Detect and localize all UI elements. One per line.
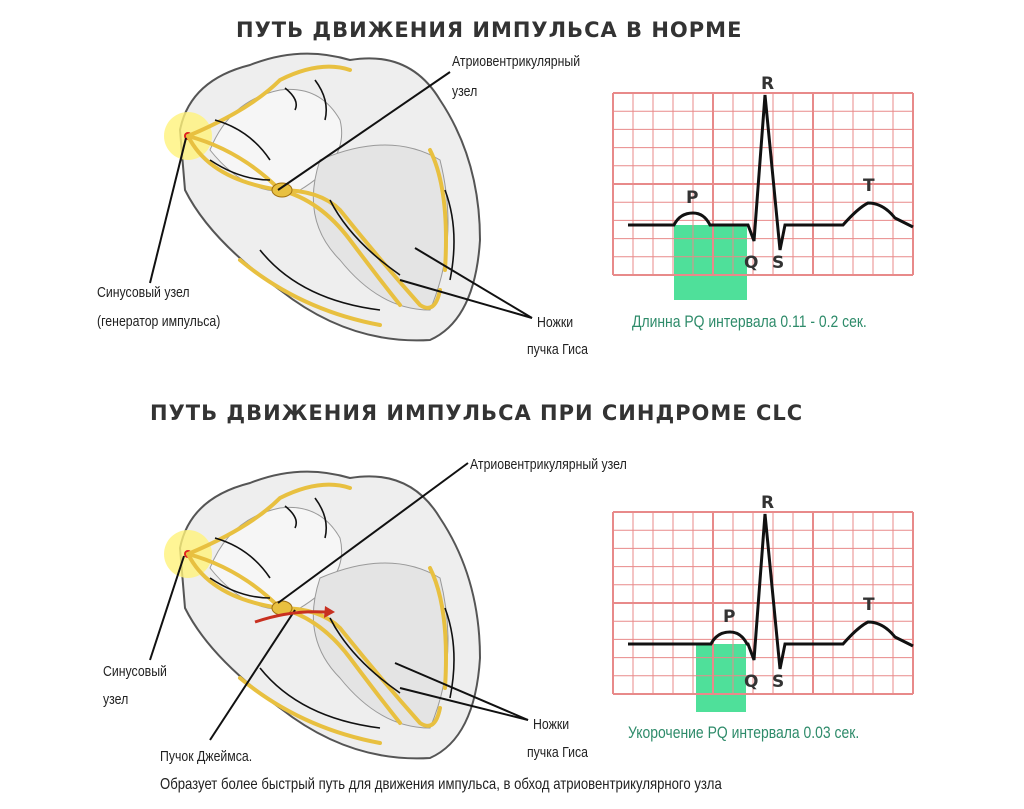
- conduction-pathways: [186, 64, 448, 327]
- footnote: Образует более быстрый путь для движения…: [160, 776, 722, 793]
- pq-interval-highlight: [696, 644, 746, 712]
- av-node-label: Атриовентрикулярный: [452, 53, 581, 70]
- title-normal: ПУТЬ ДВИЖЕНИЯ ИМПУЛЬСА В НОРМЕ: [236, 18, 743, 42]
- pq-caption-clc: Укорочение PQ интервала 0.03 сек.: [628, 723, 860, 742]
- bundle-label-2: пучка Гиса: [527, 341, 588, 358]
- pq-caption-normal: Длинна PQ интервала 0.11 - 0.2 сек.: [632, 312, 867, 331]
- james-bundle-label: Пучок Джеймса.: [160, 748, 253, 765]
- james-bundle-arrow: [254, 610, 326, 624]
- ecg-trace: [628, 513, 914, 670]
- wave-label-t: T: [863, 595, 875, 615]
- sinus-node-label-2: (генератор импульса): [97, 313, 221, 330]
- bundle-label-clc-2: пучка Гиса: [527, 744, 588, 761]
- sinus-node-label-clc-2: узел: [103, 691, 129, 708]
- wave-label-s: S: [772, 253, 784, 273]
- bundle-label-clc: Ножки: [533, 716, 570, 733]
- wave-label-p: P: [686, 188, 698, 208]
- wave-label-s: S: [772, 672, 784, 692]
- wave-label-r: R: [761, 74, 774, 94]
- bundle-label: Ножки: [537, 314, 574, 331]
- sinus-node-label-clc: Синусовый: [103, 663, 167, 680]
- ecg-trace: [628, 94, 914, 251]
- wave-label-q: Q: [744, 253, 758, 273]
- wave-label-p: P: [723, 607, 735, 627]
- wave-label-q: Q: [744, 672, 758, 692]
- pq-interval-highlight: [674, 225, 747, 300]
- av-node-label-2: узел: [452, 83, 478, 100]
- sinus-node-label: Синусовый узел: [97, 284, 190, 301]
- av-node: [271, 182, 293, 198]
- title-clc: ПУТЬ ДВИЖЕНИЯ ИМПУЛЬСА ПРИ СИНДРОМЕ CLC: [150, 401, 804, 425]
- wave-label-t: T: [863, 176, 875, 196]
- wave-label-r: R: [761, 493, 774, 513]
- av-node-label-clc: Атриовентрикулярный узел: [470, 456, 627, 473]
